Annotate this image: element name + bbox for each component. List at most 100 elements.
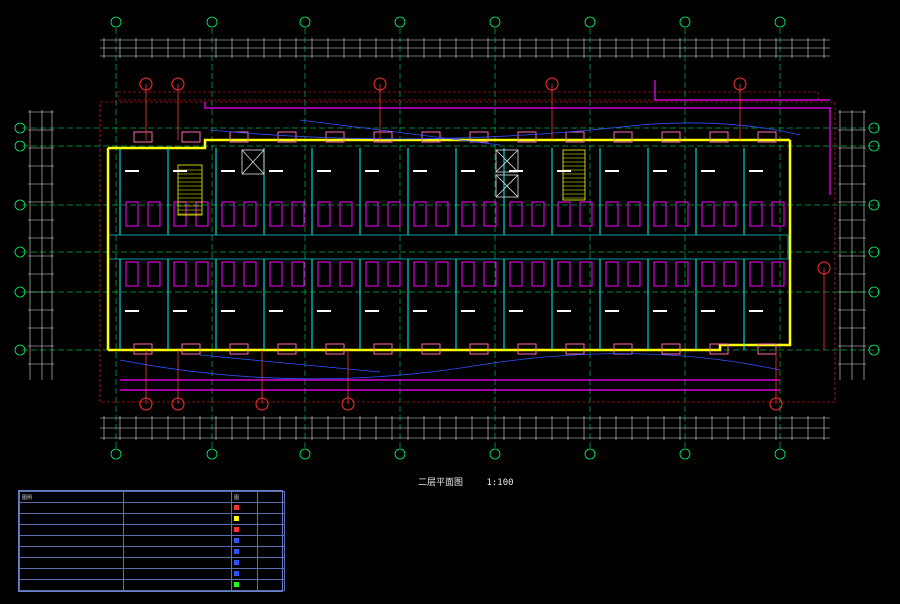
axis-bubble [206, 16, 218, 28]
fixture [627, 201, 641, 227]
legend-cell [123, 535, 232, 547]
fixture [675, 261, 689, 287]
fixture [317, 261, 331, 287]
legend-cell [19, 579, 124, 591]
axis-bubble [774, 16, 786, 28]
axis-bubble [14, 246, 26, 258]
balcony [325, 131, 345, 143]
title-block: 二层平面图 1:100 [418, 478, 514, 488]
legend-symbol [231, 579, 258, 591]
fixture [387, 261, 401, 287]
room-label [653, 170, 667, 172]
legend-symbol [231, 546, 258, 558]
legend-cell [19, 535, 124, 547]
fixture [125, 261, 139, 287]
room-label [125, 170, 139, 172]
fixture [701, 201, 715, 227]
legend-cell [257, 568, 285, 580]
fixture [173, 261, 187, 287]
legend-row [19, 579, 285, 591]
room-label [701, 310, 715, 312]
legend-cell [257, 524, 285, 536]
legend-cell [257, 502, 285, 514]
fixture [627, 261, 641, 287]
balcony [661, 131, 681, 143]
legend-cell [257, 557, 285, 569]
fixture [461, 201, 475, 227]
fixture [435, 261, 449, 287]
balcony [709, 343, 729, 355]
legend-symbol [231, 557, 258, 569]
legend-row [19, 513, 285, 525]
legend-cell [19, 546, 124, 558]
balcony [613, 131, 633, 143]
axis-bubble [206, 448, 218, 460]
legend-symbol [231, 535, 258, 547]
callout-circle [341, 397, 355, 411]
fixture [339, 201, 353, 227]
legend-row [19, 557, 285, 569]
balcony [517, 343, 537, 355]
balcony [421, 131, 441, 143]
fixture [339, 261, 353, 287]
exterior-walls [106, 138, 792, 352]
room-label [509, 310, 523, 312]
legend-row [19, 502, 285, 514]
fixture [605, 201, 619, 227]
legend-cell [19, 502, 124, 514]
room-label [125, 310, 139, 312]
legend-cell [123, 524, 232, 536]
balcony [181, 131, 201, 143]
fixture [195, 261, 209, 287]
axis-bubble [868, 122, 880, 134]
room-label [413, 310, 427, 312]
legend-table: 图例 图 [18, 490, 285, 592]
callout-circle [545, 77, 559, 91]
balcony [517, 131, 537, 143]
legend-header-cell [123, 491, 232, 503]
axis-bubble [299, 448, 311, 460]
fixture [701, 261, 715, 287]
balcony [757, 343, 777, 355]
lighting-circuits [119, 119, 801, 380]
legend-header-cell: 图 [231, 491, 258, 503]
legend-cell [257, 535, 285, 547]
axis-bubble [14, 344, 26, 356]
legend-cell [19, 524, 124, 536]
dimension-lines [29, 39, 865, 439]
room-partitions [119, 148, 745, 350]
fixture [531, 261, 545, 287]
legend-cell [19, 568, 124, 580]
stair-treads [178, 153, 585, 215]
fixture [291, 201, 305, 227]
room-labels [125, 170, 763, 312]
legend-row [19, 524, 285, 536]
fixture [413, 261, 427, 287]
fixture [413, 201, 427, 227]
dimension-ticks [28, 38, 866, 440]
elevators [241, 149, 519, 198]
fixture [579, 261, 593, 287]
drawing-scale: 1:100 [486, 478, 514, 488]
fixture [243, 201, 257, 227]
balcony [373, 131, 393, 143]
balcony [277, 131, 297, 143]
balcony [181, 343, 201, 355]
axis-bubble [868, 140, 880, 152]
fixture [269, 201, 283, 227]
callout-circle [733, 77, 747, 91]
fixture [605, 261, 619, 287]
fixture [435, 201, 449, 227]
fixture [557, 201, 571, 227]
fixture [243, 261, 257, 287]
fixture [723, 261, 737, 287]
fixture [509, 261, 523, 287]
axis-bubble [14, 199, 26, 211]
balcony [373, 343, 393, 355]
roof-edge [120, 80, 831, 391]
axis-bubble [14, 140, 26, 152]
fixture [291, 261, 305, 287]
fixture [723, 201, 737, 227]
bathroom-fixtures [125, 201, 785, 287]
balcony [229, 343, 249, 355]
